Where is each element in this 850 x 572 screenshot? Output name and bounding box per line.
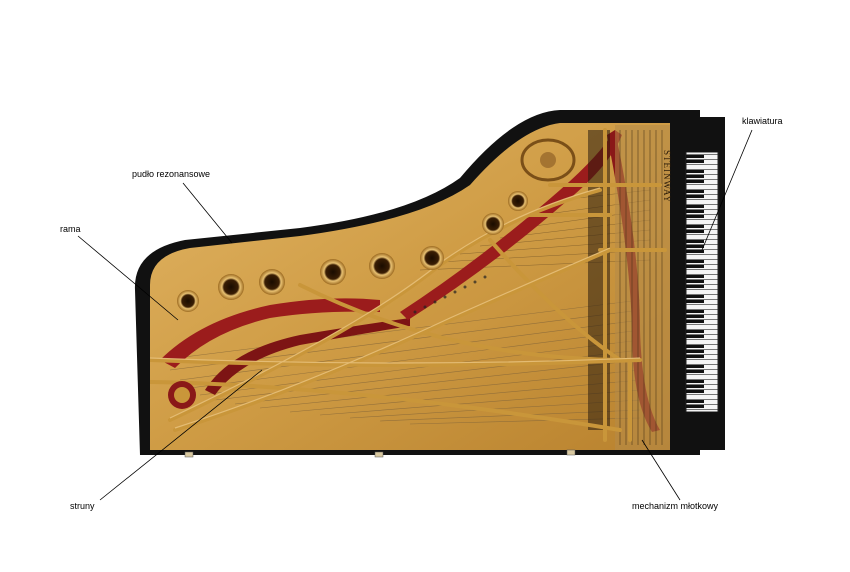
casters bbox=[184, 449, 576, 458]
plate-struts bbox=[150, 128, 667, 442]
leader-lines bbox=[77, 129, 753, 501]
black-keys bbox=[686, 155, 704, 408]
label-keyboard: klawiatura bbox=[742, 116, 783, 126]
interior bbox=[150, 125, 670, 450]
treble-bridge bbox=[400, 130, 622, 320]
label-frame: rama bbox=[60, 224, 81, 234]
label-action: mechanizm młotkowy bbox=[632, 501, 719, 511]
brand-logo: STEINWAY bbox=[662, 150, 672, 203]
rosette-logo bbox=[520, 138, 576, 182]
plate-holes bbox=[177, 191, 528, 312]
label-soundboard: pudło rezonansowe bbox=[132, 169, 211, 179]
label-strings: struny bbox=[70, 501, 95, 511]
